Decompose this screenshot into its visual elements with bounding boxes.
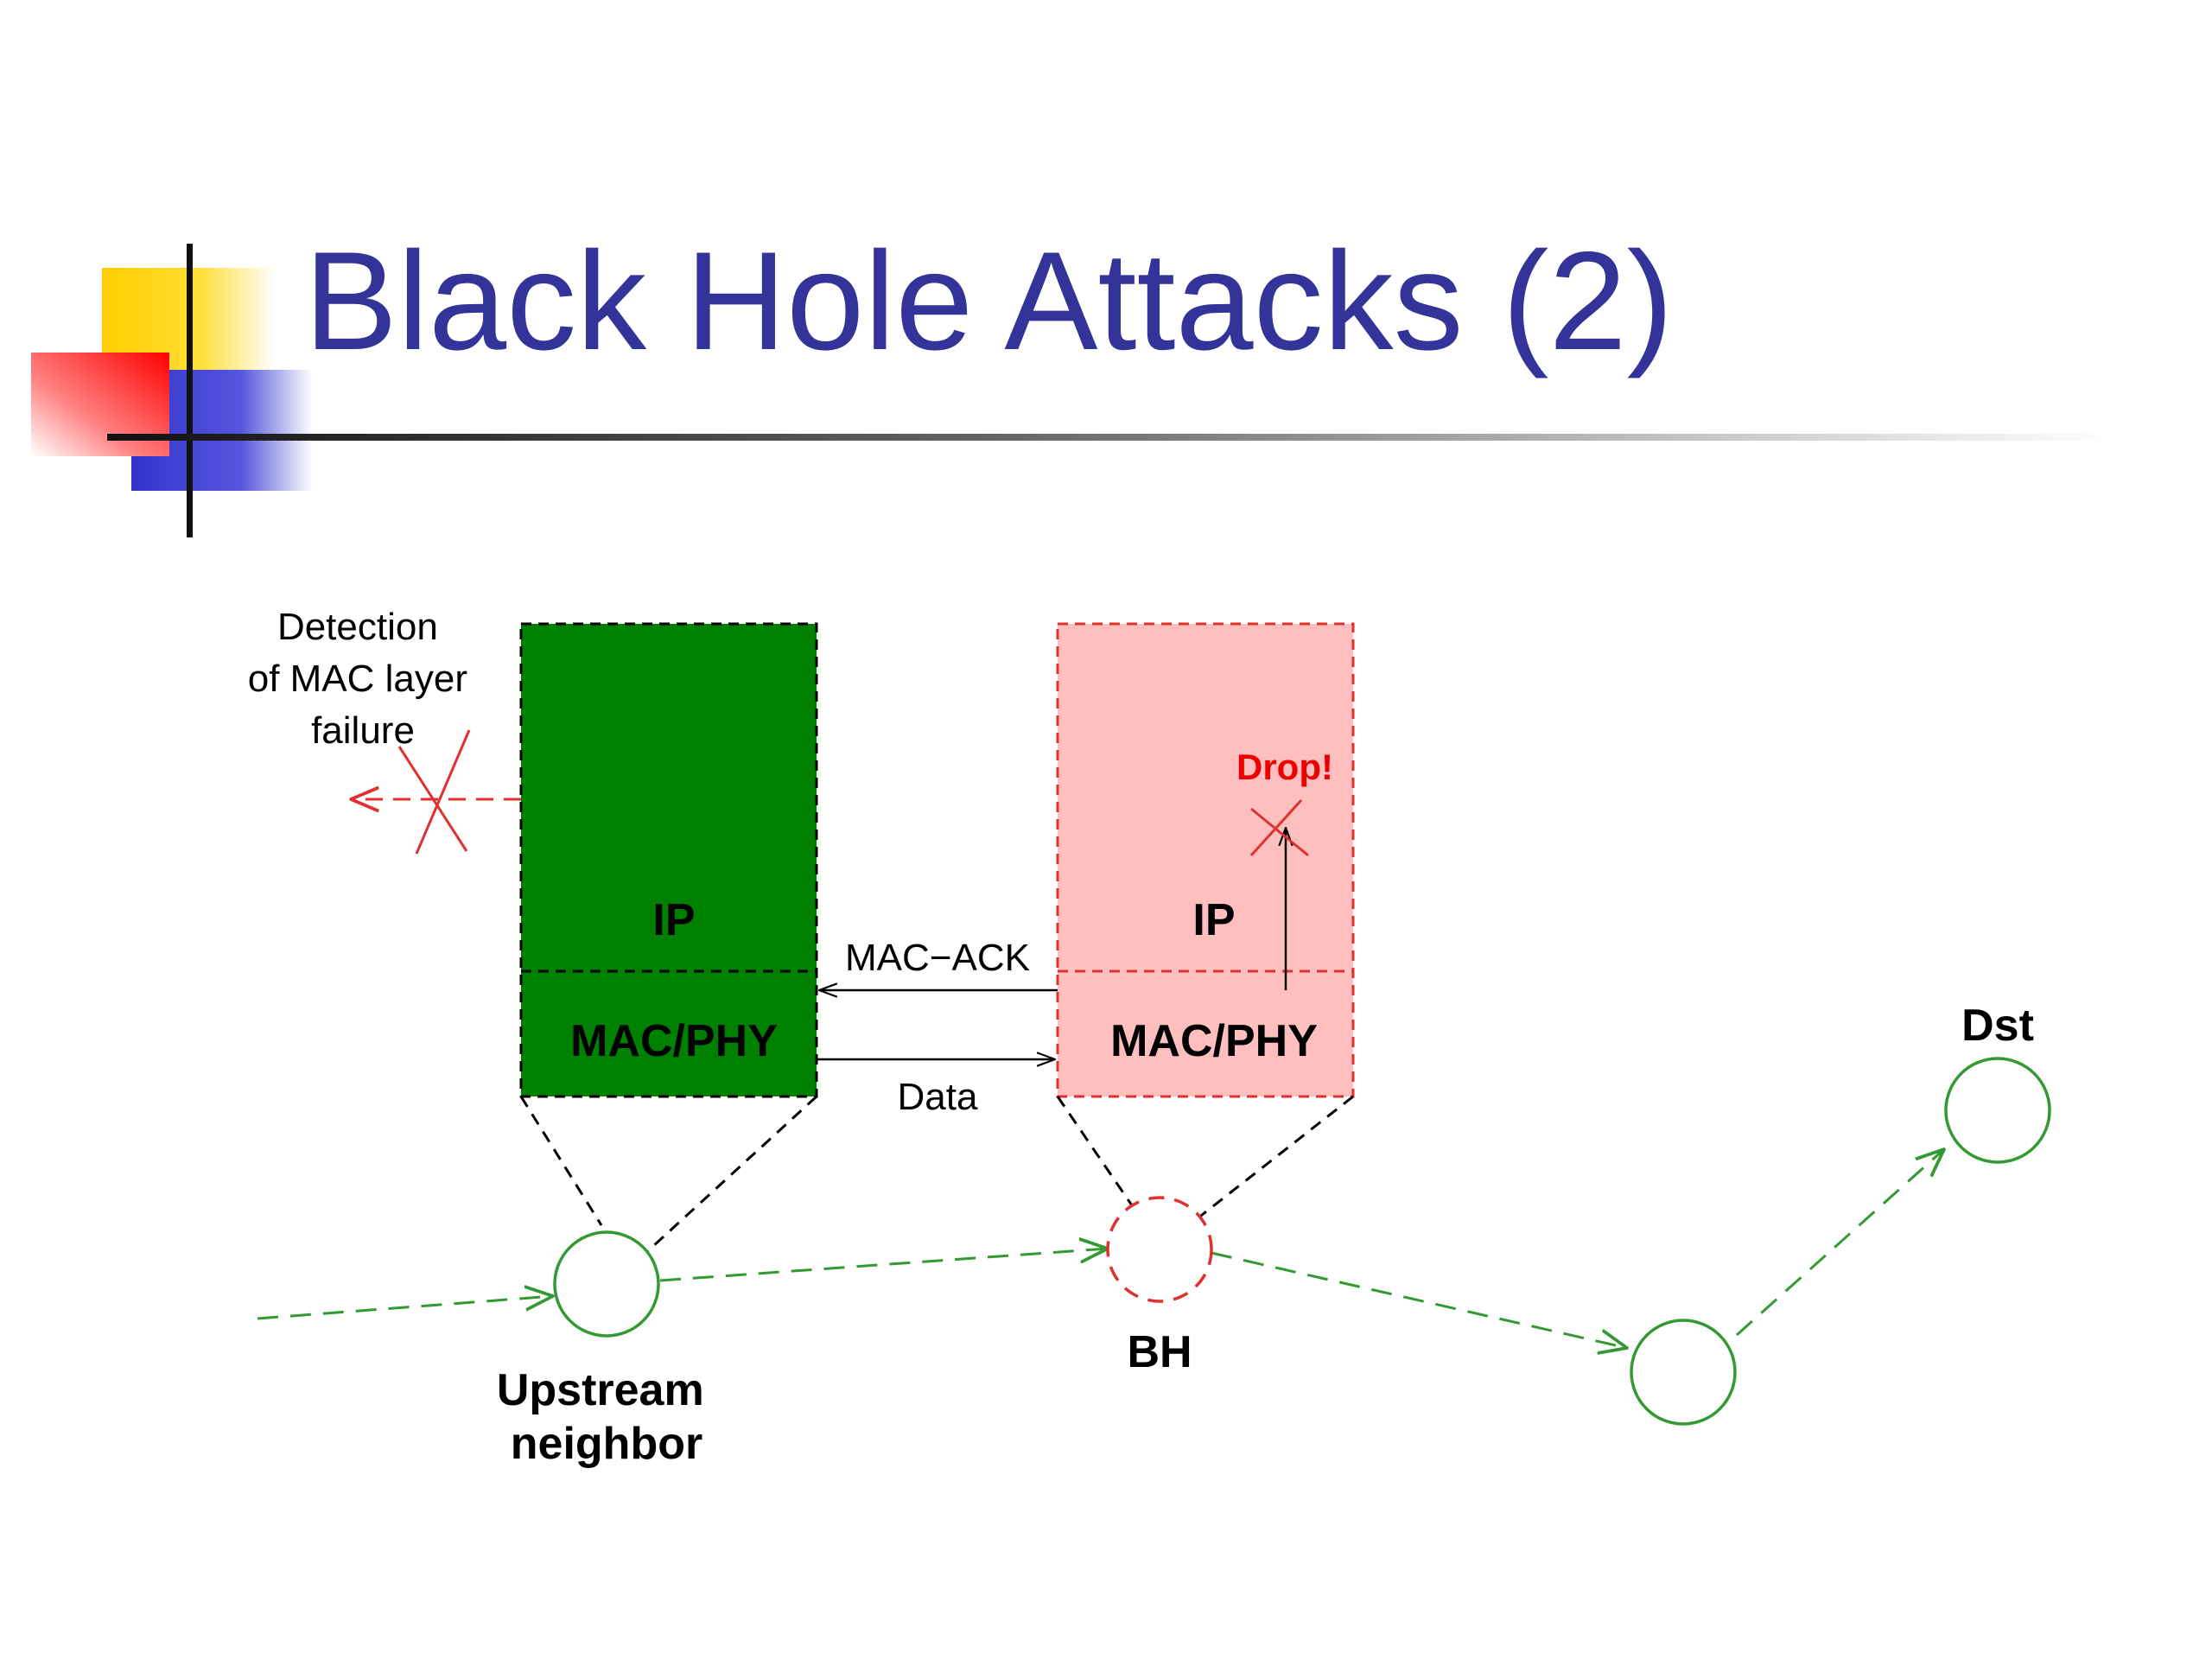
upstream-mac-label: MAC/PHY [570, 1016, 778, 1066]
upstream-stack-box [519, 622, 818, 1098]
failure-cross-stroke-2 [415, 729, 471, 855]
detection-annotation: Detection of MAC layer failure [248, 606, 521, 855]
dst-node [1944, 1057, 2051, 1164]
dst-node-label: Dst [1961, 1001, 2034, 1051]
upstream-ip-label: IP [652, 895, 695, 945]
route-segment-upstream-bh [659, 1249, 1108, 1282]
bh-zoom-left [1056, 1096, 1135, 1209]
nodes: Upstream neighbor BH Dst [497, 1001, 2051, 1469]
detection-label-line-2: of MAC layer [248, 658, 467, 700]
detection-label-line-3: failure [311, 709, 415, 752]
relay-node [1630, 1319, 1737, 1426]
upstream-node-label: Upstream neighbor [497, 1365, 716, 1469]
failure-cross-stroke-1 [397, 746, 468, 852]
bh-node [1106, 1196, 1213, 1303]
data-label: Data [898, 1076, 978, 1118]
drop-cross-stroke-1 [1250, 807, 1309, 857]
upstream-node-label-line-2: neighbor [511, 1419, 702, 1469]
bh-mac-label: MAC/PHY [1110, 1016, 1318, 1066]
upstream-node-label-line-1: Upstream [497, 1365, 704, 1415]
upstream-stack: IP MAC/PHY [519, 622, 818, 1098]
bh-zoom-right [1197, 1095, 1354, 1220]
bh-stack: IP MAC/PHY Drop! [1056, 622, 1355, 1098]
route-segment-next-dst [1735, 1149, 1944, 1337]
mac-ack-label: MAC−ACK [845, 937, 1030, 979]
route-path [257, 1149, 1944, 1348]
upstream-zoom-right [640, 1095, 818, 1258]
title-decoration [31, 244, 2112, 537]
detection-label: Detection of MAC layer failure [248, 606, 479, 752]
route-segment-incoming [257, 1296, 553, 1320]
route-segment-bh-next [1211, 1251, 1627, 1348]
drop-label: Drop! [1236, 747, 1333, 787]
upstream-node [553, 1230, 660, 1338]
bh-ip-label: IP [1192, 895, 1235, 945]
title-underline [107, 434, 2112, 441]
detection-label-line-1: Detection [277, 606, 438, 648]
deco-vertical-line [187, 244, 193, 537]
mac-exchange: MAC−ACK Data [817, 937, 1058, 1118]
bh-stack-box [1056, 622, 1355, 1098]
slide-title: Black Hole Attacks (2) [304, 223, 1674, 379]
bh-node-label: BH [1127, 1327, 1192, 1377]
upstream-zoom-left [519, 1096, 603, 1226]
drop-cross-stroke-2 [1249, 798, 1303, 857]
zoom-connectors [519, 1095, 1354, 1258]
